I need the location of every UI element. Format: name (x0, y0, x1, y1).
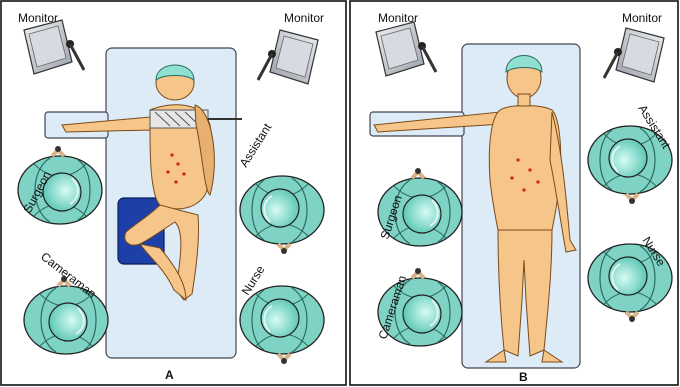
label-monitor-right-b: Monitor (622, 11, 662, 25)
patient-neck-b (518, 94, 530, 106)
label-monitor-right-a: Monitor (284, 11, 324, 25)
label-monitor-left-b: Monitor (378, 11, 418, 25)
panel-letter-a: A (165, 368, 174, 382)
label-monitor-left-a: Monitor (18, 11, 58, 25)
panel-letter-b: B (519, 370, 528, 384)
